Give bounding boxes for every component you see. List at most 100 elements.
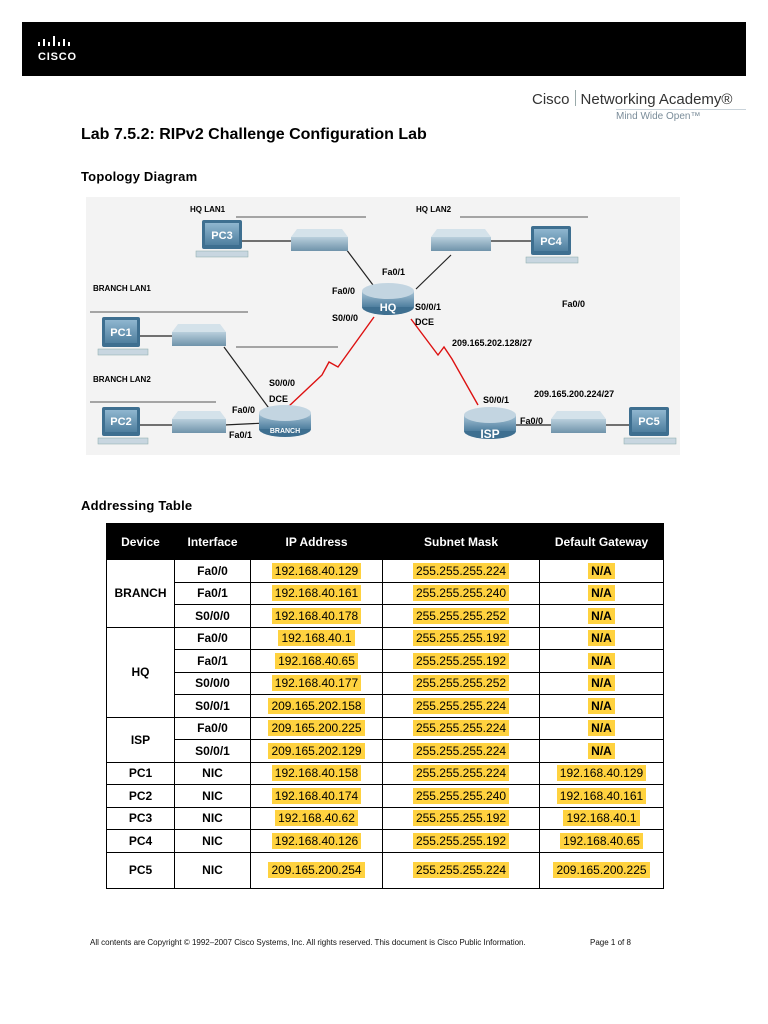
mask-cell: 255.255.255.224 <box>412 862 510 878</box>
interface-cell: NIC <box>174 829 251 853</box>
page-number: Page 1 of 8 <box>590 938 631 947</box>
gateway-cell: 192.168.40.1 <box>563 810 640 827</box>
device-cell: ISP <box>106 716 175 763</box>
interface-cell: Fa0/1 <box>174 649 251 673</box>
table-row: PC2 NIC 192.168.40.174 255.255.255.240 1… <box>106 784 664 808</box>
mask-cell: 255.255.255.224 <box>412 562 510 579</box>
hq-dce-label: DCE <box>415 317 434 327</box>
switch-branch-lan1-icon <box>172 324 226 346</box>
router-isp-icon: ISP <box>464 407 516 441</box>
switch-isp-lan-icon <box>551 411 606 433</box>
table-row: S0/0/0 192.168.40.178 255.255.255.252 N/… <box>107 604 664 628</box>
router-branch-label: BRANCH <box>270 428 300 435</box>
pc5-label: PC5 <box>638 416 659 428</box>
pc4-icon: PC4 <box>525 226 579 264</box>
pc1-label: PC1 <box>110 327 131 339</box>
table-row: PC3 NIC 192.168.40.62 255.255.255.192 19… <box>106 806 664 830</box>
device-cell: PC2 <box>106 784 175 808</box>
branch-fa00-label: Fa0/0 <box>232 405 255 415</box>
gateway-cell: N/A <box>588 607 615 624</box>
floating-fa00-label: Fa0/0 <box>562 299 585 309</box>
isp-s001-label: S0/0/1 <box>483 395 509 405</box>
table-row: S0/0/0 192.168.40.177 255.255.255.252 N/… <box>107 671 664 695</box>
interface-cell: NIC <box>174 761 251 785</box>
isp-lan-network-label: 209.165.200.224/27 <box>534 389 614 399</box>
mask-cell: 255.255.255.224 <box>412 765 510 782</box>
academy-tagline: Mind Wide Open™ <box>616 109 746 122</box>
col-interface: Interface <box>174 523 251 560</box>
topology-diagram: PC3 PC4 PC1 PC2 <box>86 197 680 455</box>
col-ip-address: IP Address <box>250 523 383 560</box>
gateway-cell: 192.168.40.65 <box>560 832 643 849</box>
hq-s001-label: S0/0/1 <box>415 302 441 312</box>
hq-fa00-label: Fa0/0 <box>332 286 355 296</box>
mask-cell: 255.255.255.224 <box>412 742 510 759</box>
mask-cell: 255.255.255.192 <box>412 832 510 849</box>
switch-hq-lan2-icon <box>431 229 491 251</box>
device-cell: BRANCH <box>106 559 175 628</box>
ip-cell: 192.168.40.126 <box>271 832 362 849</box>
hq-lan1-label: HQ LAN1 <box>190 205 226 214</box>
addressing-table: Device Interface IP Address Subnet Mask … <box>106 523 664 889</box>
ip-cell: 192.168.40.158 <box>271 765 362 782</box>
switch-branch-lan2-icon <box>172 411 226 433</box>
hq-lan2-label: HQ LAN2 <box>416 205 452 214</box>
mask-cell: 255.255.255.240 <box>412 787 510 804</box>
branch-dce-label: DCE <box>269 394 288 404</box>
interface-cell: S0/0/0 <box>174 604 251 628</box>
col-default-gateway: Default Gateway <box>539 523 664 560</box>
router-isp-label: ISP <box>480 427 499 441</box>
topology-heading: Topology Diagram <box>81 169 198 184</box>
interface-cell: Fa0/0 <box>174 716 251 740</box>
table-row: PC5 NIC 209.165.200.254 255.255.255.224 … <box>106 851 664 889</box>
mask-cell: 255.255.255.192 <box>412 630 510 647</box>
ip-cell: 209.165.202.158 <box>268 697 365 714</box>
mask-cell: 255.255.255.240 <box>412 585 510 602</box>
interface-cell: Fa0/1 <box>174 581 251 605</box>
academy-name-left: Cisco <box>532 91 570 108</box>
mask-cell: 255.255.255.192 <box>412 810 510 827</box>
gateway-cell: N/A <box>588 652 615 669</box>
brand-divider <box>574 90 576 106</box>
table-row: S0/0/1 209.165.202.129 255.255.255.224 N… <box>107 739 664 763</box>
branch-lan1-label: BRANCH LAN1 <box>93 284 151 293</box>
col-subnet-mask: Subnet Mask <box>382 523 540 560</box>
pc1-icon: PC1 <box>97 317 149 356</box>
mask-cell: 255.255.255.252 <box>412 675 510 692</box>
router-hq-label: HQ <box>380 302 397 314</box>
ip-cell: 209.165.200.254 <box>268 862 365 878</box>
gateway-cell: 209.165.200.225 <box>553 862 650 878</box>
gateway-cell: N/A <box>588 585 615 602</box>
device-cell: PC1 <box>106 761 175 785</box>
hq-fa01-label: Fa0/1 <box>382 267 405 277</box>
ip-cell: 192.168.40.62 <box>275 810 358 827</box>
ip-cell: 192.168.40.161 <box>271 585 362 602</box>
ip-cell: 209.165.200.225 <box>268 720 365 737</box>
branch-lan2-label: BRANCH LAN2 <box>93 375 151 384</box>
logo-text: CISCO <box>38 51 77 63</box>
gateway-cell: 192.168.40.161 <box>556 787 647 804</box>
pc5-icon: PC5 <box>623 407 677 445</box>
branch-fa01-label: Fa0/1 <box>229 430 252 440</box>
device-cell: HQ <box>106 626 175 718</box>
table-row: Fa0/1 192.168.40.65 255.255.255.192 N/A <box>107 649 664 673</box>
isp-fa00-label: Fa0/0 <box>520 416 543 426</box>
interface-cell: NIC <box>174 784 251 808</box>
page-title: Lab 7.5.2: RIPv2 Challenge Configuration… <box>81 126 427 143</box>
hq-isp-network-label: 209.165.202.128/27 <box>452 338 532 348</box>
branch-s000-label: S0/0/0 <box>269 378 295 388</box>
table-row: Fa0/1 192.168.40.161 255.255.255.240 N/A <box>107 581 664 605</box>
interface-cell: S0/0/1 <box>174 739 251 763</box>
gateway-cell: N/A <box>588 675 615 692</box>
ip-cell: 192.168.40.65 <box>275 652 358 669</box>
gateway-cell: N/A <box>588 720 615 737</box>
table-row: PC1 NIC 192.168.40.158 255.255.255.224 1… <box>106 761 664 785</box>
interface-cell: NIC <box>174 851 251 889</box>
mask-cell: 255.255.255.224 <box>412 720 510 737</box>
hq-s000-label: S0/0/0 <box>332 313 358 323</box>
copyright-text: All contents are Copyright © 1992–2007 C… <box>90 938 526 947</box>
pc2-icon: PC2 <box>97 407 149 445</box>
pc3-label: PC3 <box>211 230 232 242</box>
ip-cell: 192.168.40.174 <box>271 787 362 804</box>
